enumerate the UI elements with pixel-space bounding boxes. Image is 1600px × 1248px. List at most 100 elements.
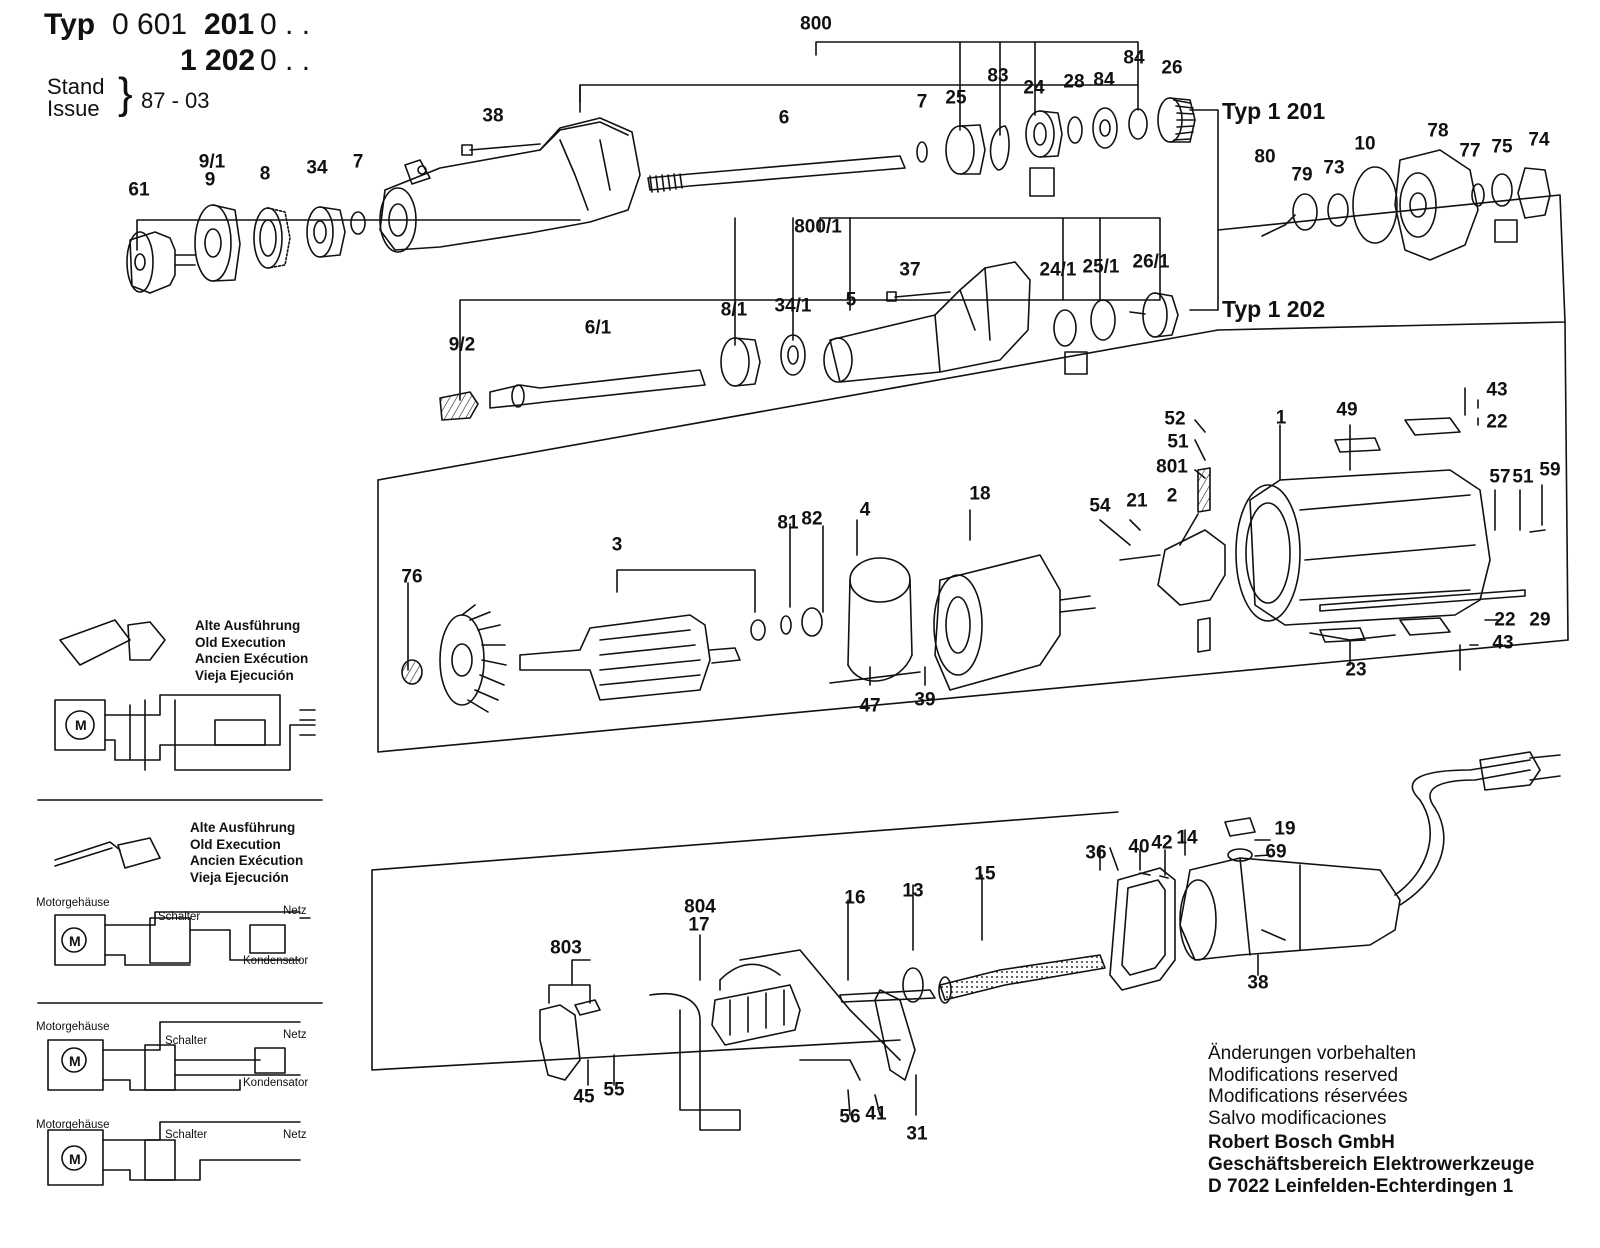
part-label: 40 <box>1128 836 1150 858</box>
part-label: 47 <box>859 695 881 717</box>
part-label: 37 <box>899 259 921 281</box>
legend-line-de: Alte Ausführung <box>190 820 296 835</box>
old-execution-legend-2: Alte Ausführung Old Execution Ancien Exé… <box>190 820 303 886</box>
part-label: 3 <box>611 534 623 556</box>
motor-assembly <box>401 387 1546 713</box>
part-label: 7 <box>916 91 928 113</box>
legend-line-en: Old Execution <box>190 836 281 852</box>
part-label: 800 <box>800 13 832 35</box>
part-label: 76 <box>401 566 423 588</box>
part-label: 25/1 <box>1082 256 1120 278</box>
part-label: 9/1 <box>198 151 226 173</box>
modification-notes: Änderungen vorbehalten Modifications res… <box>1208 1043 1416 1129</box>
part-label: 5 <box>845 289 857 311</box>
part-label: 19 <box>1274 818 1296 840</box>
part-label: 9 <box>204 169 216 191</box>
note-en: Modifications reserved <box>1208 1064 1399 1086</box>
mains-label: Netz <box>283 1129 307 1141</box>
part-label: 51 <box>1167 431 1189 453</box>
part-label: 18 <box>969 483 991 505</box>
switch-handle-assembly <box>539 751 1561 1131</box>
stand-label: Stand <box>47 74 105 99</box>
company-city: D 7022 Leinfelden-Echterdingen 1 <box>1208 1176 1514 1197</box>
part-label: 75 <box>1491 136 1513 158</box>
part-label: 21 <box>1126 490 1148 512</box>
part-label: 801 <box>1156 456 1188 478</box>
motor-symbol: M <box>69 1053 81 1069</box>
part-label: 8 <box>259 163 271 185</box>
part-label: 81 <box>777 512 799 534</box>
part-label: 36 <box>1085 842 1107 864</box>
part-label: 26 <box>1161 57 1183 79</box>
part-label: 4 <box>859 499 871 521</box>
company-address: Robert Bosch GmbH Geschäftsbereich Elekt… <box>1208 1132 1534 1198</box>
brace: } <box>118 69 133 118</box>
company-name: Robert Bosch GmbH <box>1208 1132 1395 1153</box>
motor-housing-label: Motorgehäuse <box>36 897 110 909</box>
wiring-diagrams <box>37 619 323 1186</box>
part-label: 43 <box>1486 379 1508 401</box>
part-label: 82 <box>801 508 823 530</box>
part-label: 39 <box>914 689 936 711</box>
issue-date: 87 - 03 <box>141 88 210 113</box>
part-label: 56 <box>839 1106 861 1128</box>
part-label: 41 <box>865 1103 887 1125</box>
part-label: 38 <box>1247 972 1269 994</box>
motor-symbol: M <box>69 1151 81 1167</box>
part-label: 61 <box>128 179 150 201</box>
typ-1202-assembly <box>439 261 1179 421</box>
part-label: 42 <box>1151 832 1173 854</box>
part-label: 83 <box>987 65 1009 87</box>
mains-label: Netz <box>283 1029 307 1041</box>
motor-housing-label: Motorgehäuse <box>36 1021 110 1033</box>
part-label: 38 <box>482 105 504 127</box>
part-label: 34 <box>306 157 328 179</box>
variant-typ-1202: Typ 1 202 <box>1222 296 1326 322</box>
old-execution-legend-1: Alte Ausführung Old Execution Ancien Exé… <box>195 618 308 684</box>
part-label: 6/1 <box>584 317 612 339</box>
part-label: 52 <box>1164 408 1186 430</box>
typ-word: Typ <box>44 8 96 41</box>
right-flange-assembly <box>1261 149 1551 261</box>
part-label: 29 <box>1529 609 1551 631</box>
part-label: 55 <box>603 1079 625 1101</box>
part-label: 78 <box>1427 120 1449 142</box>
part-label: 54 <box>1089 495 1111 517</box>
issue-label: Issue <box>47 96 100 121</box>
switch-label: Schalter <box>165 1129 208 1141</box>
part-label: 22 <box>1486 411 1508 433</box>
variant-typ-1201: Typ 1 201 <box>1222 98 1326 124</box>
motor-symbol: M <box>75 717 87 733</box>
part-label: 8/1 <box>720 299 748 321</box>
legend-line-en: Old Execution <box>195 634 286 650</box>
part-label: 804 <box>684 896 716 918</box>
part-label: 24/1 <box>1039 259 1077 281</box>
part-label: 79 <box>1291 164 1313 186</box>
part-label: 51 <box>1512 466 1534 488</box>
legend-line-es: Vieja Ejecución <box>190 869 289 885</box>
part-label: 57 <box>1489 466 1511 488</box>
company-division: Geschäftsbereich Elektrowerkzeuge <box>1208 1154 1535 1175</box>
model-suffix-2: 0 . . <box>260 44 311 77</box>
legend-line-fr: Ancien Exécution <box>195 651 309 666</box>
switch-label: Schalter <box>158 911 201 923</box>
part-label: 23 <box>1345 659 1367 681</box>
part-label: 73 <box>1323 157 1345 179</box>
part-label: 49 <box>1336 399 1358 421</box>
mains-label: Netz <box>283 905 307 917</box>
note-de: Änderungen vorbehalten <box>1208 1043 1417 1064</box>
capacitor-label: Kondensator <box>243 1077 309 1089</box>
motor-symbol: M <box>69 933 81 949</box>
part-label: 84 <box>1123 47 1145 69</box>
part-label: 25 <box>945 87 967 109</box>
part-label: 77 <box>1459 140 1481 162</box>
part-label: 13 <box>902 880 924 902</box>
model-number-1: 201 <box>204 8 255 41</box>
part-label: 800/1 <box>794 216 842 238</box>
model-prefix: 0 601 <box>112 8 188 41</box>
leader-lines <box>136 41 1569 1116</box>
part-label: 2 <box>1166 485 1178 507</box>
note-fr: Modifications réservées <box>1208 1086 1408 1107</box>
